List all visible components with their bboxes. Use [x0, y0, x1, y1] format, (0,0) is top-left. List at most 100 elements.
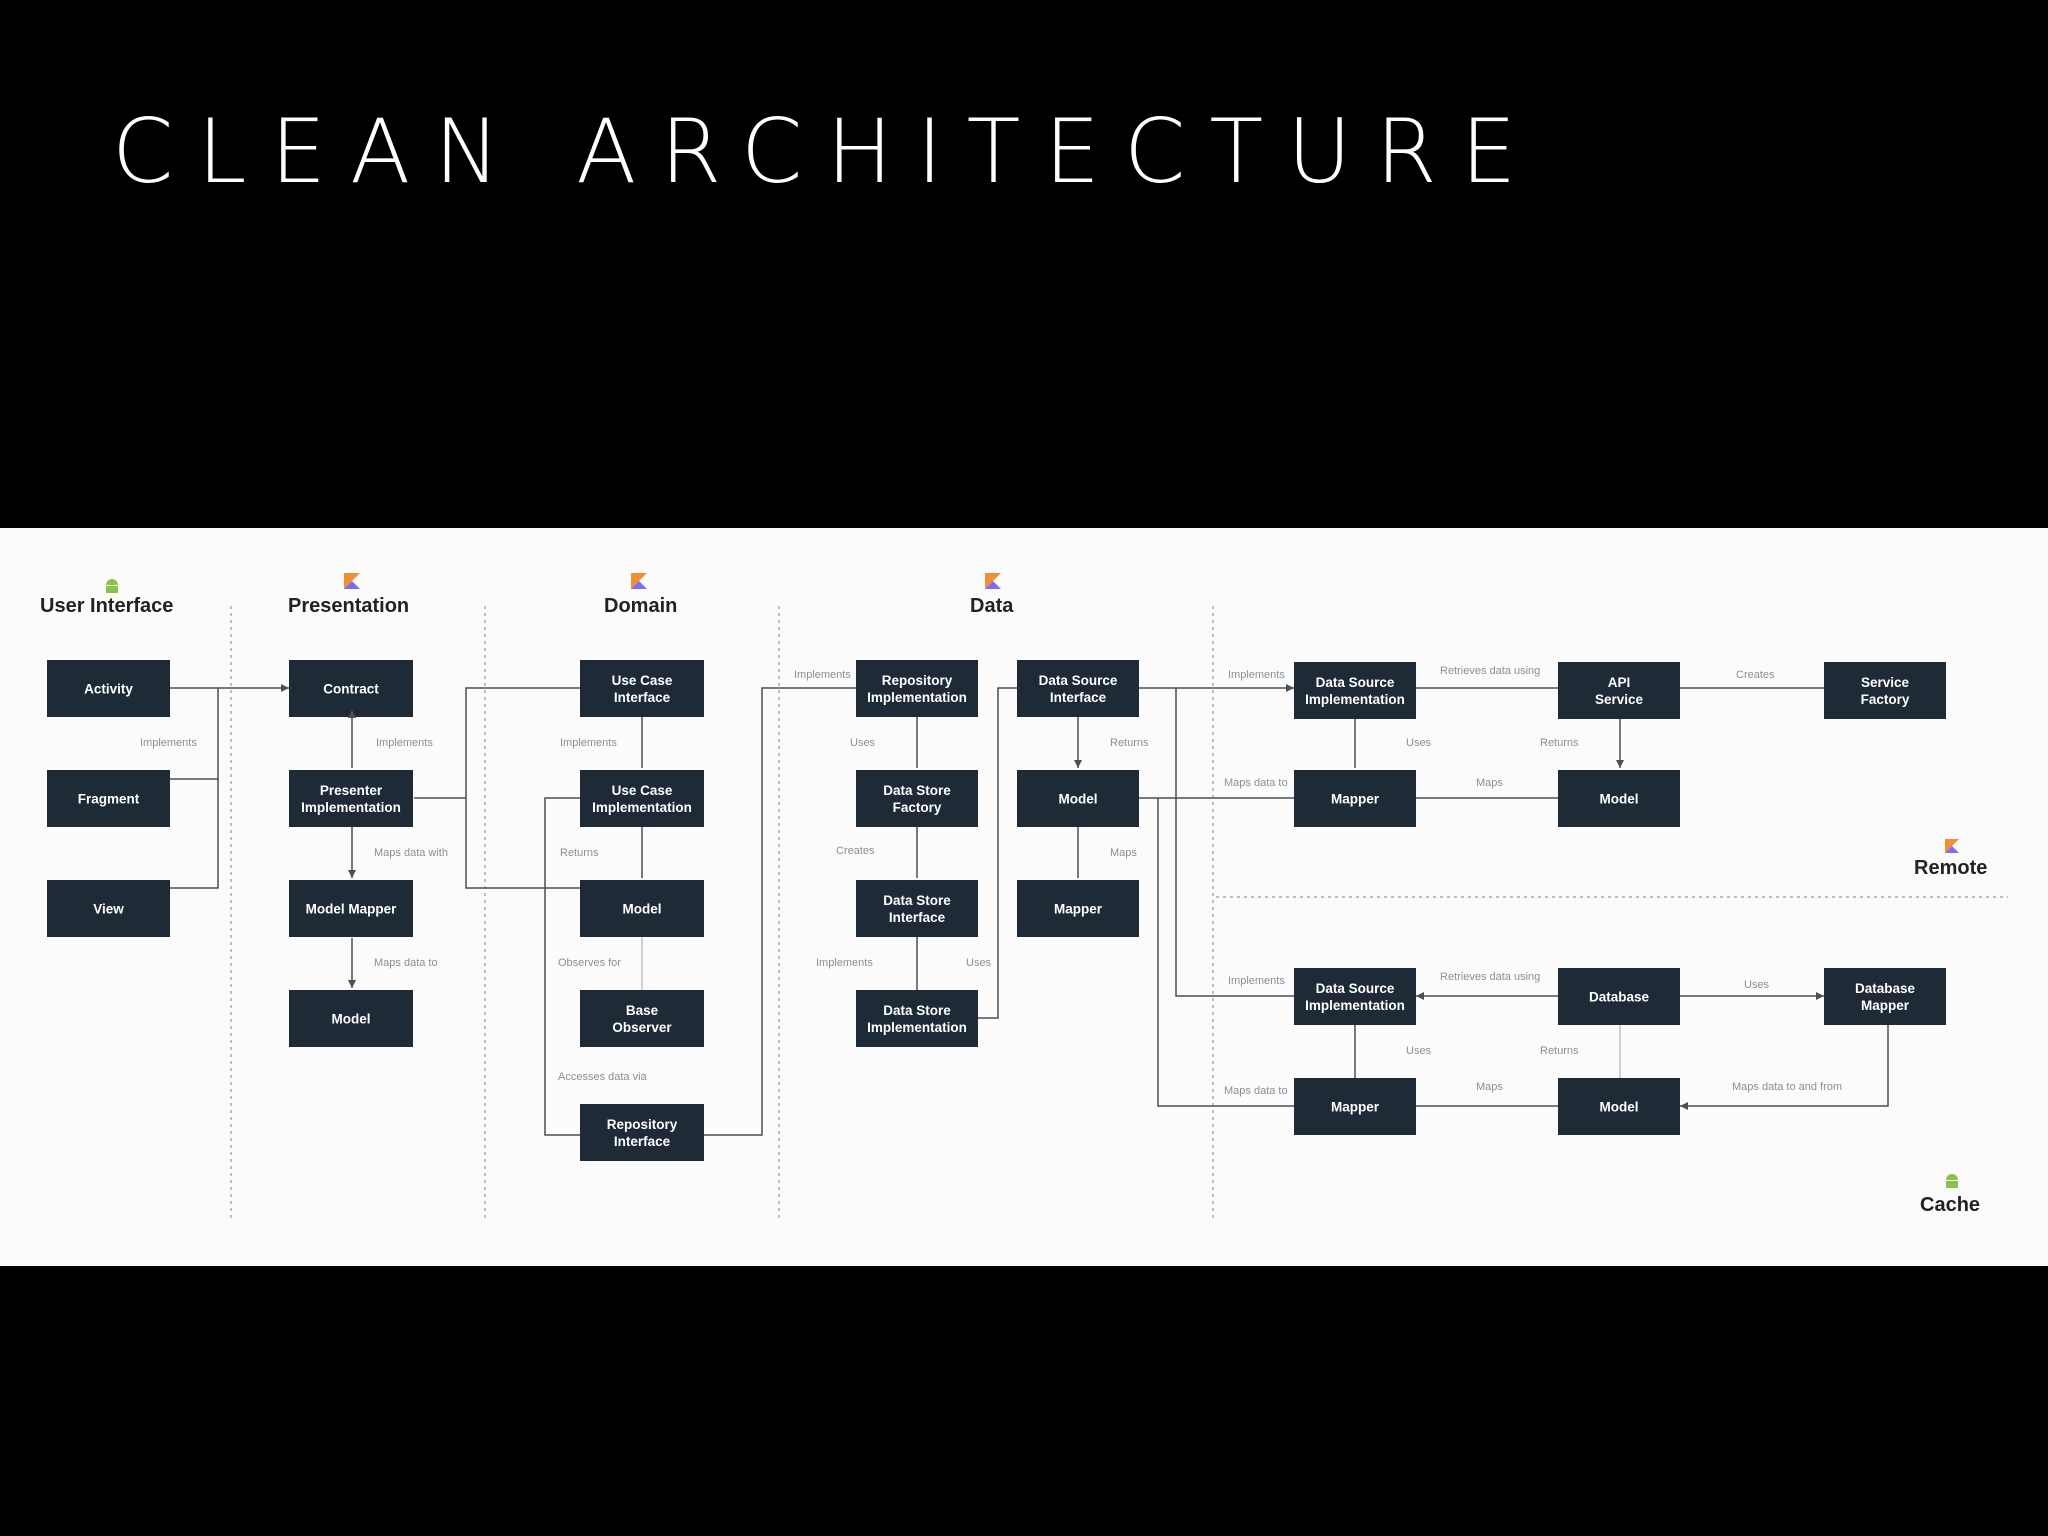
- kotlin-icon: [344, 573, 360, 589]
- node-label: Model: [1600, 1100, 1639, 1115]
- node-label: Model: [623, 902, 662, 917]
- node-activity: Activity: [47, 660, 170, 717]
- node-label: Implementation: [1305, 998, 1405, 1013]
- edge-label: Uses: [966, 957, 992, 969]
- node-label: Mapper: [1861, 998, 1910, 1013]
- kotlin-icon: [1945, 839, 1959, 853]
- node-cache-mapper: Mapper: [1294, 1078, 1416, 1135]
- node-label: Interface: [614, 1134, 671, 1149]
- section-title-domain: Domain: [604, 595, 677, 617]
- faint-connectors: [641, 936, 1621, 1078]
- edge-label: Uses: [1406, 1045, 1432, 1057]
- node-label: Mapper: [1331, 792, 1380, 807]
- edge-label: Implements: [560, 737, 617, 749]
- nodes: Activity Fragment View Contract Presente…: [47, 660, 1946, 1161]
- node-remote-model: Model: [1558, 770, 1680, 827]
- android-icon: [106, 579, 118, 593]
- node-label: Contract: [323, 682, 379, 697]
- node-label: Observer: [612, 1020, 672, 1035]
- edge-label: Accesses data via: [558, 1071, 648, 1083]
- edge-label: Returns: [560, 847, 599, 859]
- kotlin-icon: [631, 573, 647, 589]
- node-label: Model Mapper: [306, 902, 398, 917]
- edge-label: Implements: [376, 737, 433, 749]
- node-label: Use Case: [612, 673, 673, 688]
- edge-label: Returns: [1540, 737, 1579, 749]
- node-label: Implementation: [301, 800, 401, 815]
- edge-label: Retrieves data using: [1440, 971, 1540, 983]
- edge-label: Observes for: [558, 957, 621, 969]
- edge-label: Creates: [836, 845, 875, 857]
- node-label: Interface: [889, 910, 946, 925]
- connectors: [170, 687, 1889, 1136]
- edge-label: Implements: [1228, 669, 1285, 681]
- node-label: Factory: [893, 800, 942, 815]
- node-label: Data Store: [883, 1003, 951, 1018]
- edge-label: Returns: [1540, 1045, 1579, 1057]
- edge-label: Maps: [1476, 1081, 1503, 1093]
- node-label: Mapper: [1054, 902, 1103, 917]
- node-contract: Contract: [289, 660, 413, 717]
- node-view: View: [47, 880, 170, 937]
- edge-label: Maps: [1476, 777, 1503, 789]
- node-remote-mapper: Mapper: [1294, 770, 1416, 827]
- edge-label: Maps data to: [1224, 777, 1288, 789]
- node-label: Interface: [1050, 690, 1107, 705]
- node-label: Data Source: [1316, 675, 1395, 690]
- edge-label: Implements: [816, 957, 873, 969]
- node-database: Database: [1558, 968, 1680, 1025]
- section-title-remote: Remote: [1914, 857, 1987, 879]
- edge-label: Returns: [1110, 737, 1149, 749]
- edge-label: Maps data to: [1224, 1085, 1288, 1097]
- node-label: Factory: [1861, 692, 1910, 707]
- node-label: Model: [1059, 792, 1098, 807]
- node-label: Implementation: [592, 800, 692, 815]
- node-label: API: [1608, 675, 1631, 690]
- slide-title: CLEAN ARCHITECTURE: [112, 100, 1541, 203]
- node-label: Fragment: [78, 792, 140, 807]
- node-label: View: [93, 902, 124, 917]
- node-cache-model: Model: [1558, 1078, 1680, 1135]
- node-label: Model: [332, 1012, 371, 1027]
- node-label: Service: [1861, 675, 1910, 690]
- node-label: Repository: [882, 673, 953, 688]
- node-label: Data Source: [1039, 673, 1118, 688]
- node-label: Data Store: [883, 783, 951, 798]
- node-label: Implementation: [1305, 692, 1405, 707]
- arrowheads: [281, 684, 1824, 1110]
- edge-label: Maps: [1110, 847, 1137, 859]
- section-title-cache: Cache: [1920, 1194, 1980, 1216]
- edge-label: Uses: [850, 737, 876, 749]
- edge-label: Implements: [794, 669, 851, 681]
- node-label: Data Source: [1316, 981, 1395, 996]
- node-label: Implementation: [867, 690, 967, 705]
- edge-label: Creates: [1736, 669, 1775, 681]
- node-presentation-model: Model: [289, 990, 413, 1047]
- section-dividers: [230, 606, 2008, 1218]
- edge-label: Implements: [140, 737, 197, 749]
- node-label: Model: [1600, 792, 1639, 807]
- node-label: Database: [1589, 990, 1650, 1005]
- edge-label: Retrieves data using: [1440, 665, 1540, 677]
- node-label: Mapper: [1331, 1100, 1380, 1115]
- node-label: Data Store: [883, 893, 951, 908]
- edge-label: Uses: [1744, 979, 1770, 991]
- section-title-user-interface: User Interface: [40, 595, 173, 617]
- node-data-model: Model: [1017, 770, 1139, 827]
- section-title-data: Data: [970, 595, 1014, 617]
- section-title-presentation: Presentation: [288, 595, 409, 617]
- edge-label: Maps data to and from: [1732, 1081, 1842, 1093]
- edge-label: Implements: [1228, 975, 1285, 987]
